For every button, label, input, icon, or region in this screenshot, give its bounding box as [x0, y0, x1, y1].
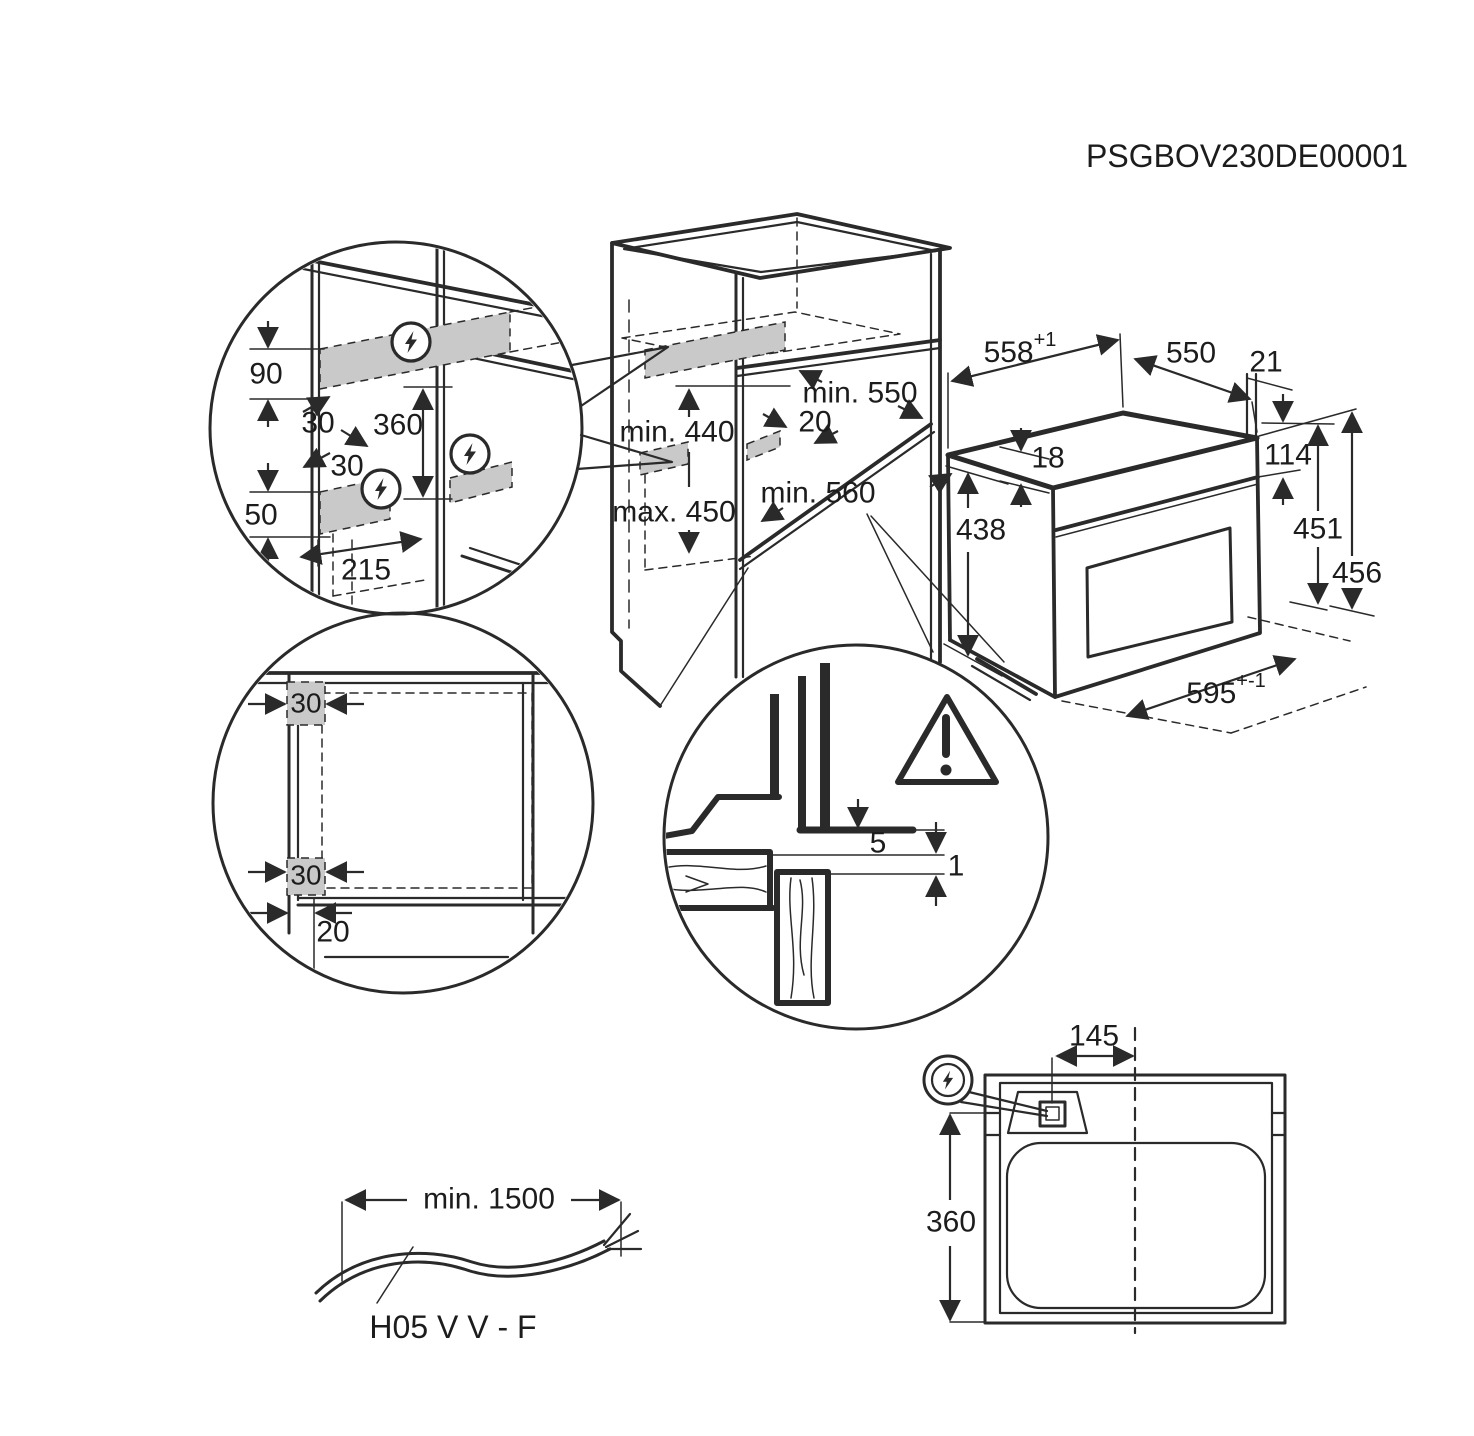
warning-triangle-icon: [895, 694, 999, 785]
dim-zone-inset-mid: 30: [330, 450, 363, 483]
connection-zone-rear-strip: [746, 429, 781, 462]
dim-cable-length: min. 1500: [423, 1183, 555, 1216]
tall-cabinet-drawing: min. 550 20 min. 440 max. 450 min. 560: [610, 212, 1005, 708]
leader-wedge-bottom: [575, 433, 674, 471]
side-connection-detail-circle: 90 30 360 30 50 215: [208, 240, 584, 616]
dim-rear-strip: 20: [798, 406, 831, 439]
lightning-icon: [922, 1054, 974, 1106]
plinth-zone-front: [286, 681, 326, 726]
dim-side-zone-rear: 30: [290, 860, 321, 891]
drawing-code: PSGBOV230DE00001: [1086, 138, 1408, 174]
oven-dimension-drawing: 558+1 550 21 114 18 438 451 456: [943, 329, 1382, 734]
dim-connection-offset: 145: [1069, 1020, 1119, 1053]
worktop-gap-detail-circle: 5 1: [662, 643, 1050, 1031]
connection-zone-rear-top: [644, 321, 786, 379]
leader-wedge-top: [570, 345, 670, 408]
dim-niche-depth-top: min. 550: [802, 377, 917, 410]
dim-plinth-inset: 20: [316, 916, 349, 949]
dim-zone-height-bottom: 50: [244, 499, 277, 532]
dim-top-thickness: 18: [1031, 442, 1064, 475]
dim-body-height: 438: [956, 514, 1006, 547]
dim-rear-gap-detail: 5: [870, 827, 887, 860]
dim-niche-height-max: max. 450: [612, 496, 735, 529]
dim-oven-depth: 550: [1166, 337, 1216, 370]
plinth-zone-rear: [286, 857, 326, 896]
dim-niche-depth-bottom: min. 560: [760, 477, 875, 510]
dim-front-width: 595+-1: [1186, 670, 1266, 710]
dim-side-zone-front: 30: [290, 688, 321, 719]
dim-niche-width: 558+1: [984, 329, 1057, 369]
dim-zone-spacing: 360: [373, 409, 423, 442]
dim-zone-inset-top: 30: [301, 407, 334, 440]
oven-top-view-drawing: 145 360: [922, 1020, 1287, 1335]
dim-height-without-frame: 451: [1293, 513, 1343, 546]
dim-panel-height: 114: [1264, 439, 1312, 472]
lightning-icon: [451, 435, 489, 473]
dim-connection-depth: 360: [926, 1206, 976, 1239]
plinth-top-view-circle: 30 30 20: [211, 611, 595, 995]
dim-zone-height-top: 90: [249, 358, 282, 391]
dim-overhang-gap-detail: 1: [948, 850, 965, 883]
dim-niche-height-min: min. 440: [619, 416, 734, 449]
connection-zone-detail-rear: [449, 461, 513, 504]
lightning-icon: [392, 323, 430, 361]
oven-door-window: [1085, 526, 1234, 659]
dim-rear-gap: 21: [1249, 346, 1282, 379]
lightning-icon: [362, 470, 400, 508]
power-cable-drawing: min. 1500 H05 V V - F: [314, 1183, 643, 1345]
dim-height-total: 456: [1332, 557, 1382, 590]
dim-zone-depth-bottom: 215: [341, 554, 391, 587]
cable-type-label: H05 V V - F: [369, 1309, 536, 1345]
